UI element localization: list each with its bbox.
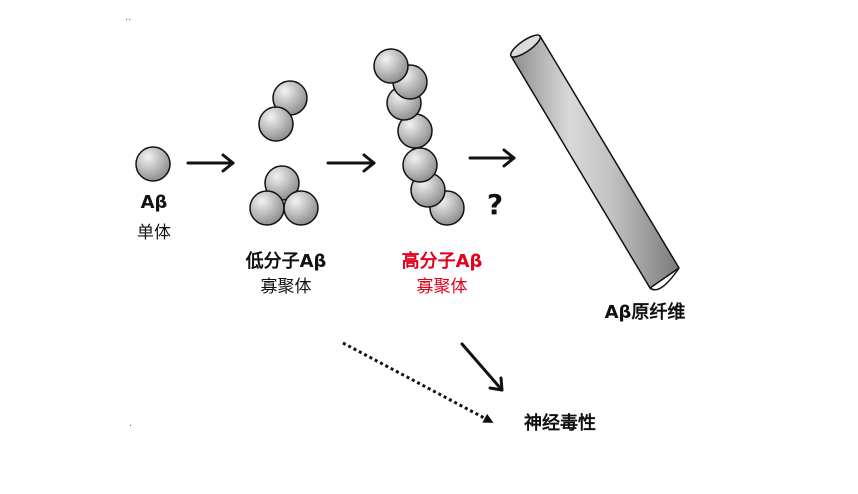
question-mark: ?	[486, 188, 504, 221]
high-oligomer-chain	[373, 48, 465, 226]
dotted-arrow-icon	[342, 341, 494, 423]
arrow-right-icon	[468, 148, 516, 168]
low-oligomer-dimer	[258, 80, 308, 142]
fibril-label: Aβ原纤维	[604, 302, 686, 323]
toxicity-label: 神经毒性	[524, 413, 596, 434]
fibril-cylinder-icon	[509, 34, 680, 291]
monomer-sphere	[135, 146, 171, 182]
corner-dot: .	[129, 418, 133, 429]
monomer-label-line1: Aβ	[140, 192, 168, 213]
corner-dot: ..	[125, 12, 132, 23]
arrow-to-toxicity-icon	[460, 342, 504, 392]
high-oligomer-label-line1: 高分子Aβ	[401, 251, 483, 272]
monomer-label-line2: 单体	[137, 223, 171, 243]
arrow-right-icon	[186, 153, 235, 173]
high-oligomer-label-line2: 寡聚体	[416, 277, 468, 297]
low-oligomer-label-line1: 低分子Aβ	[245, 251, 327, 272]
arrow-right-icon	[326, 153, 376, 173]
low-oligomer-label-line2: 寡聚体	[260, 277, 312, 297]
low-oligomer-trimer	[249, 165, 319, 226]
